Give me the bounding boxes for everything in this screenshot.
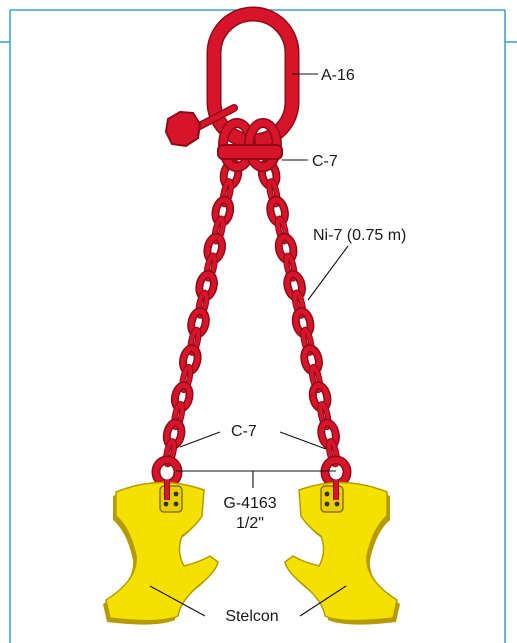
frame	[0, 10, 517, 643]
stelcon-gripper-left	[103, 480, 218, 625]
chain-leg-left	[164, 161, 240, 465]
label-gripper: Stelcon	[225, 608, 278, 625]
label-master-link: A-16	[321, 67, 355, 84]
label-chain: Ni-7 (0.75 m)	[313, 227, 406, 244]
chain-leg-right	[260, 161, 339, 465]
leader-bottom-connector-left	[180, 432, 220, 447]
top-connector	[218, 123, 282, 167]
label-top-connector: C-7	[312, 153, 338, 170]
stelcon-gripper-right	[285, 480, 400, 625]
label-clamp: G-4163	[223, 495, 276, 512]
label-bottom-connector: C-7	[231, 423, 257, 440]
label-clamp-size: 1/2"	[236, 515, 264, 532]
leader-chain	[308, 246, 348, 300]
